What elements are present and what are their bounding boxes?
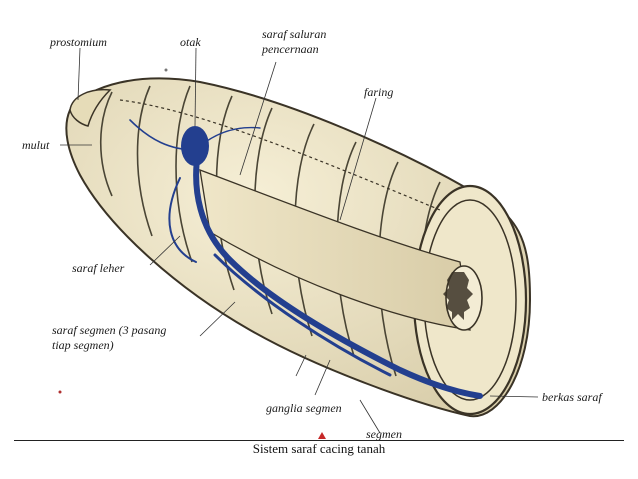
gut-lumen-star: [443, 272, 473, 320]
gut-tube: [199, 168, 471, 331]
marker-triangle: [318, 432, 326, 439]
dorsal-dotted-line: [119, 99, 441, 211]
label-saraf-leher: saraf leher: [72, 261, 125, 275]
label-saraf-saluran-2: pencernaan: [262, 42, 319, 56]
label-ganglia-segmen: ganglia segmen: [266, 401, 342, 415]
label-saraf-saluran-1: saraf saluran: [262, 27, 327, 41]
prostomium-tip: [69, 88, 112, 127]
label-prostomium: prostomium: [50, 35, 107, 49]
caption-rule: [14, 440, 624, 441]
label-mulut: mulut: [22, 138, 50, 152]
label-faring: faring: [364, 85, 394, 99]
brain: [181, 126, 209, 166]
label-saraf-segmen-1: saraf segmen (3 pasang: [52, 323, 167, 337]
label-segmen: segmen: [366, 427, 402, 441]
label-saraf-segmen-2: tiap segmen): [52, 338, 114, 352]
label-berkas-saraf: berkas saraf: [542, 390, 602, 404]
figure-caption: Sistem saraf cacing tanah: [252, 441, 386, 456]
label-otak: otak: [180, 35, 201, 49]
leader-lines: [60, 47, 539, 434]
